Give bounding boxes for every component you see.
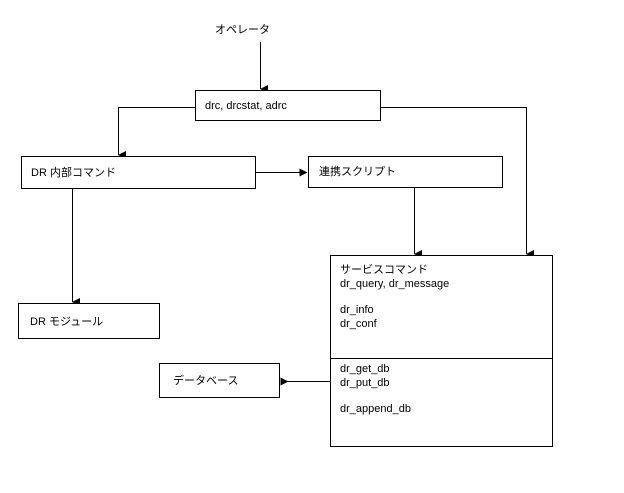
connector-command-to-dr-internal (117, 106, 195, 159)
node-database-label: データベース (173, 375, 239, 387)
node-dr-internal-command[interactable]: DR 内部コマンド (21, 156, 256, 189)
service-command-line-conf: dr_conf (340, 318, 377, 330)
operator-label: オペレータ (215, 24, 270, 36)
service-command-divider (331, 358, 552, 359)
service-command-top-section: サービスコマンド dr_query, dr_message dr_info dr… (340, 263, 449, 331)
service-command-header: サービスコマンド (340, 264, 428, 276)
service-command-bottom-section: dr_get_db dr_put_db dr_append_db (340, 362, 411, 416)
node-dr-module[interactable]: DR モジュール (18, 303, 160, 339)
service-command-line-get-db: dr_get_db (340, 363, 390, 375)
node-operator-command[interactable]: drc, drcstat, adrc (195, 90, 381, 121)
service-command-spacer-bottom (340, 390, 411, 402)
service-command-line-append-db: dr_append_db (340, 403, 411, 415)
service-command-spacer-top (340, 291, 449, 303)
node-service-command[interactable]: サービスコマンド dr_query, dr_message dr_info dr… (330, 255, 553, 447)
node-database[interactable]: データベース (159, 363, 280, 398)
service-command-line-query: dr_query, dr_message (340, 278, 450, 290)
node-operator-command-label: drc, drcstat, adrc (205, 100, 287, 112)
node-link-script[interactable]: 連携スクリプト (308, 156, 503, 188)
node-link-script-label: 連携スクリプト (319, 166, 396, 178)
service-command-line-info: dr_info (340, 304, 374, 316)
node-dr-module-label: DR モジュール (30, 316, 104, 328)
service-command-line-put-db: dr_put_db (340, 377, 390, 389)
node-dr-internal-command-label: DR 内部コマンド (31, 167, 116, 179)
